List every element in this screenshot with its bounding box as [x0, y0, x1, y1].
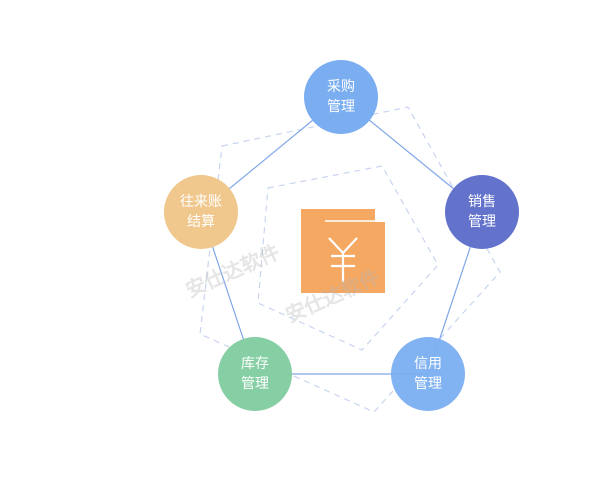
- node-label: 信用: [414, 356, 442, 372]
- node-purchase-management[interactable]: 采购 管理: [304, 60, 378, 134]
- node-label: 管理: [468, 214, 496, 230]
- node-label: 管理: [241, 376, 269, 392]
- node-label: 往来账: [180, 194, 222, 210]
- node-credit-management[interactable]: 信用 管理: [391, 337, 465, 411]
- node-label: 管理: [327, 99, 355, 115]
- node-label: 销售: [468, 194, 496, 210]
- node-label: 结算: [187, 214, 215, 230]
- node-sales-management[interactable]: 销售 管理: [445, 175, 519, 249]
- node-label: 库存: [241, 356, 269, 372]
- node-inventory-management[interactable]: 库存 管理: [218, 337, 292, 411]
- node-label: 采购: [327, 79, 355, 95]
- node-label: 管理: [414, 376, 442, 392]
- node-accounts-settlement[interactable]: 往来账 结算: [164, 175, 238, 249]
- money-icon: [301, 209, 385, 293]
- inner-dashed-pentagon: [257, 165, 439, 351]
